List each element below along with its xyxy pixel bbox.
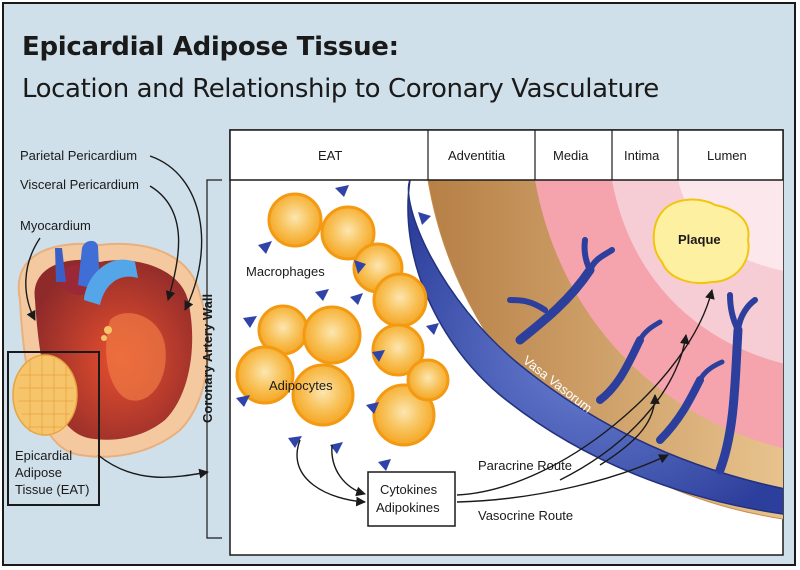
- macrophage: [354, 260, 366, 274]
- macrophages-label: Macrophages: [246, 264, 325, 279]
- wall-bracket: [206, 179, 222, 539]
- plaque-label: Plaque: [678, 232, 721, 247]
- eat-fat-texture: [18, 356, 74, 435]
- visceral-pericardium-label: Visceral Pericardium: [20, 177, 139, 192]
- adipocyte-cell: [372, 383, 436, 447]
- figure-title: Epicardial Adipose Tissue:: [22, 32, 399, 62]
- macrophage: [366, 402, 379, 414]
- header-eat: EAT: [318, 148, 342, 163]
- vasa-vasorum-vessel: [407, 179, 783, 515]
- eat-highlight-box: [7, 351, 100, 506]
- visceral-arrow: [149, 185, 180, 301]
- adipocyte-cell: [371, 323, 425, 377]
- parietal-arrow: [149, 155, 203, 311]
- myocardium-label: Myocardium: [20, 218, 91, 233]
- adipocytes-label: Adipocytes: [269, 378, 333, 393]
- cytokines-box: [367, 471, 456, 527]
- pulmonary-artery: [84, 259, 138, 305]
- eat-to-wall-arrow: [97, 454, 209, 479]
- adipokines-label: Adipokines: [376, 500, 440, 515]
- macrophage: [288, 436, 302, 448]
- eat-label-line1: Epicardial: [15, 448, 72, 463]
- header-adventitia: Adventitia: [448, 148, 506, 163]
- paracrine-branch-arrow: [599, 394, 660, 466]
- artery-layers: Vasa Vasorum Plaque: [230, 179, 783, 555]
- adipocyte-cell: [372, 272, 428, 328]
- eat-label-line2: Adipose: [15, 465, 62, 480]
- adipocyte-cell: [291, 363, 355, 427]
- header-media: Media: [553, 148, 589, 163]
- cytokines-label: Cytokines: [380, 482, 438, 497]
- macrophage: [335, 185, 349, 197]
- myocardium-arrow: [25, 237, 41, 321]
- adipocyte-cluster: [235, 192, 450, 447]
- heart-illustration: [12, 240, 210, 458]
- header-lumen: Lumen: [707, 148, 747, 163]
- vasa-vasorum-branches: [507, 237, 758, 475]
- macrophage: [258, 241, 272, 254]
- macrophage: [243, 316, 257, 328]
- macrophage: [378, 459, 391, 471]
- parietal-pericardium-label: Parietal Pericardium: [20, 148, 137, 163]
- plaque: [652, 198, 750, 284]
- eat-label-line3: Tissue (EAT): [15, 482, 89, 497]
- header-intima: Intima: [624, 148, 660, 163]
- paracrine-branch-arrow: [559, 334, 690, 481]
- cell-to-box-arrow: [331, 444, 366, 497]
- coronary-artery-wall-label: Coronary Artery Wall: [200, 294, 215, 423]
- macrophage: [372, 350, 385, 362]
- paracrine-route-label: Paracrine Route: [478, 458, 572, 473]
- figure-subtitle: Location and Relationship to Coronary Va…: [22, 74, 659, 104]
- eat-fat-patch: [12, 354, 78, 436]
- macrophage: [330, 442, 343, 454]
- macrophage: [350, 293, 363, 305]
- cell-to-box-arrow: [296, 439, 366, 507]
- coronary-dot: [104, 326, 112, 334]
- adipocyte-cell: [267, 192, 323, 248]
- adipocyte-cell: [302, 305, 362, 365]
- macrophage: [418, 212, 431, 225]
- macrophage: [315, 289, 329, 301]
- vasocrine-arrow: [456, 454, 669, 503]
- layer-header: EAT Adventitia Media Intima Lumen: [229, 129, 784, 181]
- macrophage: [426, 323, 439, 335]
- vena-cava: [55, 248, 66, 282]
- adipocyte-cell: [235, 345, 295, 405]
- macrophage: [236, 395, 250, 407]
- myocardium-chamber: [106, 313, 166, 401]
- adipocyte-cell: [406, 358, 450, 402]
- vasocrine-route-label: Vasocrine Route: [478, 508, 573, 523]
- paracrine-arrow: [456, 289, 715, 496]
- adipocyte-cell: [320, 205, 376, 261]
- macrophages: [236, 185, 439, 471]
- coronary-dot: [101, 335, 107, 341]
